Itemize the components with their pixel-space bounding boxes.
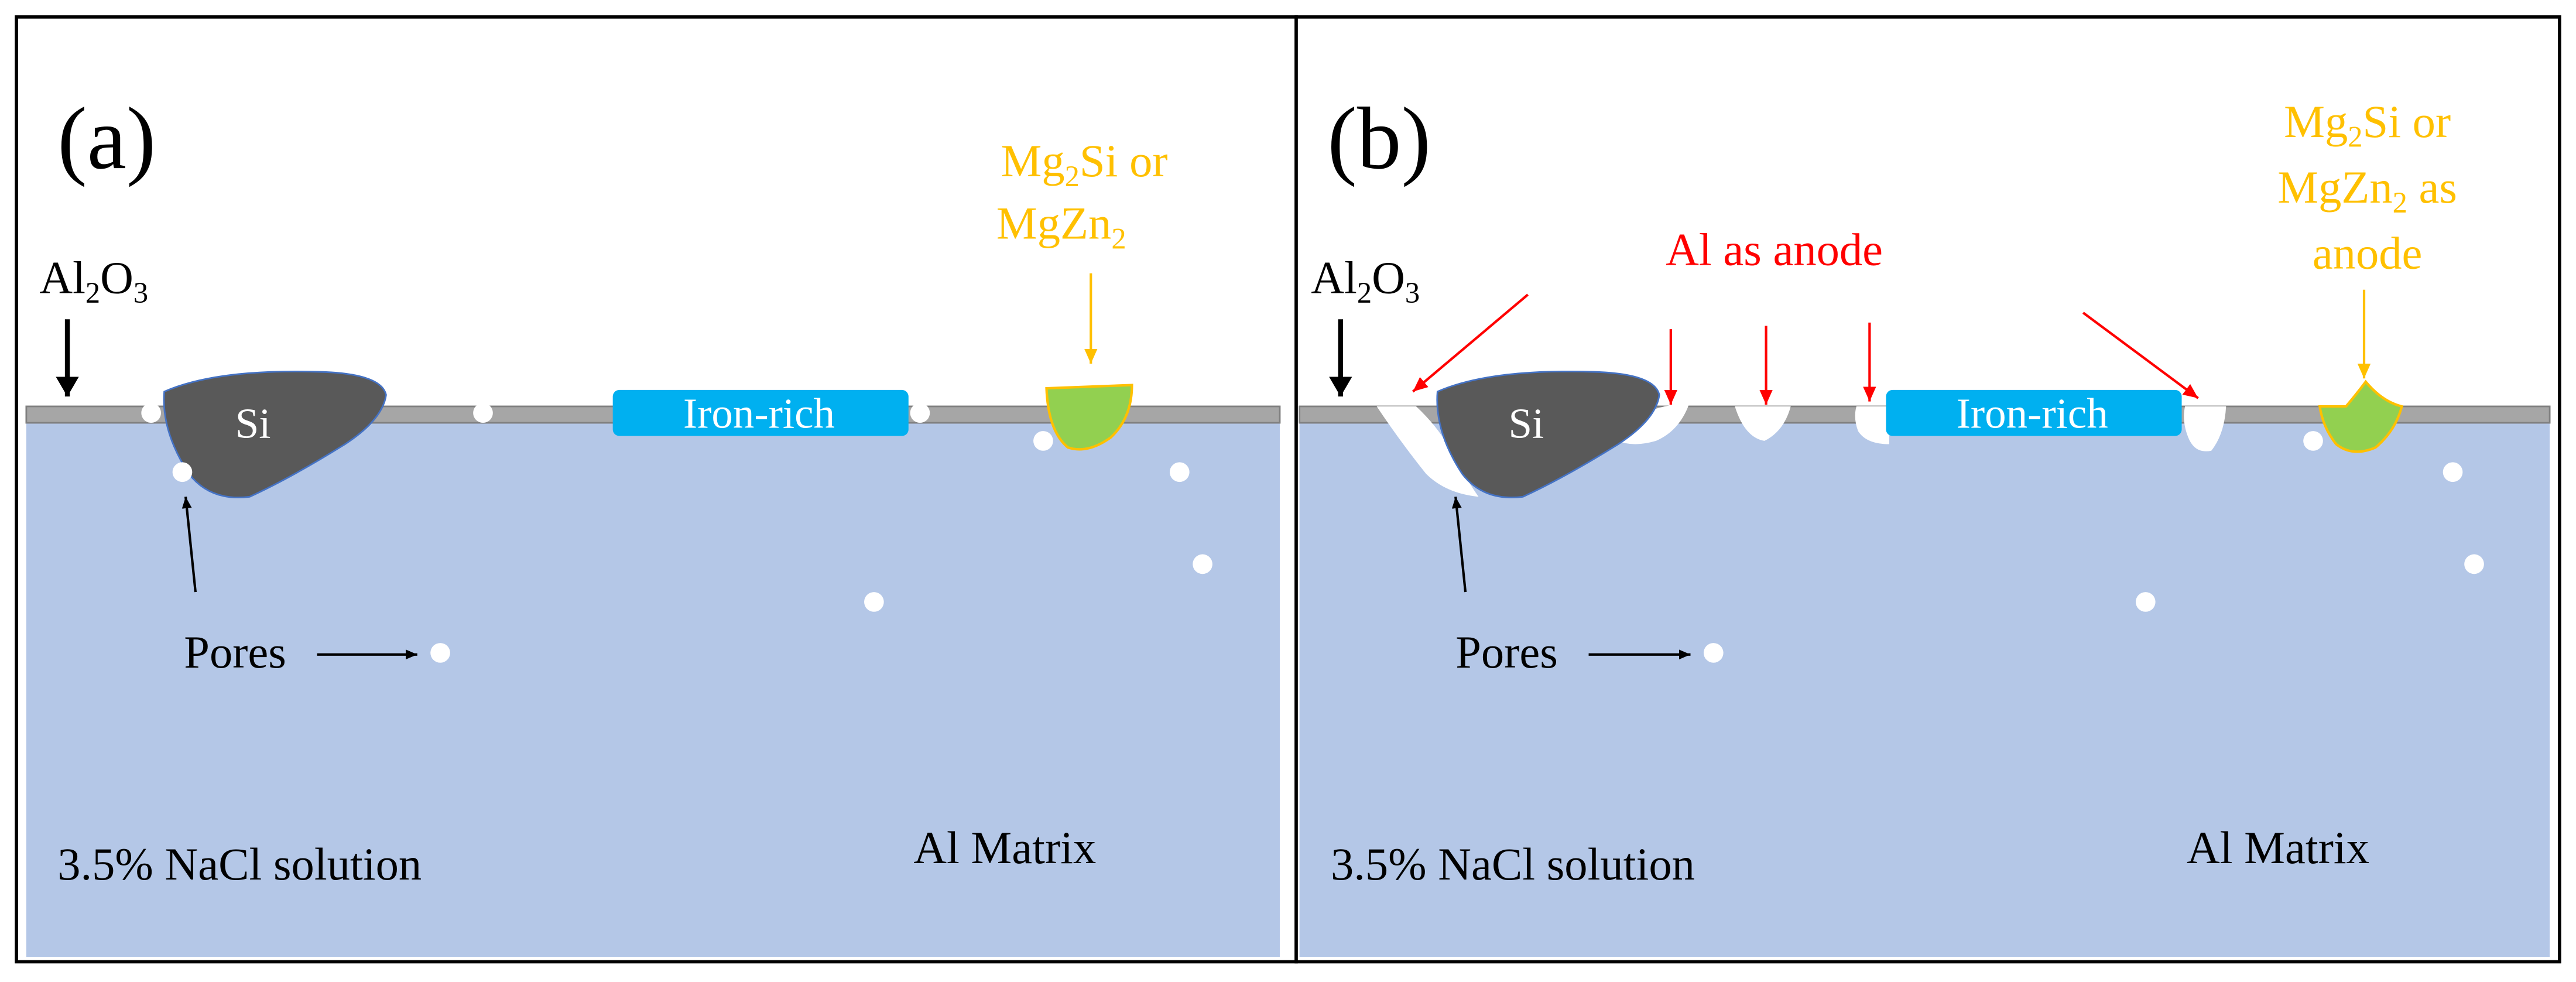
panel-b-matrix [1299, 421, 2550, 957]
panel-a-mg-phase [1045, 384, 1133, 451]
pore [2443, 462, 2463, 483]
panel-a-si-label: Si [235, 399, 271, 447]
panel-b-pores [1703, 431, 2484, 663]
panel-a-matrix-label: Al Matrix [913, 822, 1096, 873]
panel-b-mg-label-line2: MgZn2 as [2277, 162, 2457, 219]
panel-a-pores [141, 403, 1212, 663]
panel-b-mg-phase [2318, 379, 2404, 453]
panel-b-corrosion-pit [1735, 406, 1791, 441]
pore [1169, 462, 1190, 483]
pore [1193, 554, 1212, 574]
panel-a-iron-rich-phase [612, 389, 909, 436]
panel-a-pores-label: Pores [184, 627, 286, 678]
panel-b-pores-arrow-up [1451, 497, 1467, 593]
panel-a-oxide-label: Al2O3 [39, 252, 148, 309]
panel-a-label: (a) [57, 89, 156, 187]
panel-a-mg-label-line1: Mg2Si or [1001, 135, 1168, 193]
panel-a: Si Iron-rich (a) Al2O3 Mg2Si or MgZn2 Po… [15, 15, 1298, 964]
panel-a-solution-label: 3.5% NaCl solution [57, 839, 422, 889]
panel-b-si-particle [1436, 370, 1660, 498]
pore [910, 403, 930, 423]
panel-a-pores-arrow-up [181, 497, 197, 593]
anode-arrow [2082, 312, 2199, 399]
panel-b-solution-label: 3.5% NaCl solution [1331, 839, 1695, 889]
pore [2135, 592, 2156, 612]
pore [2303, 431, 2323, 451]
pore [1033, 431, 1053, 451]
panel-b: Si Iron-rich (b) Al2O3 Al as anode [1294, 15, 2561, 964]
pore [864, 592, 884, 612]
panel-b-matrix-label: Al Matrix [2187, 822, 2369, 873]
pore [2464, 554, 2484, 574]
panel-b-corrosion-pit-si [1376, 406, 1479, 497]
panel-b-oxide-label: Al2O3 [1311, 252, 1420, 309]
panel-b-anode-arrows [1412, 293, 2199, 405]
panel-a-iron-rich-label: Iron-rich [683, 389, 835, 437]
pore [430, 643, 450, 663]
panel-b-mg-label-line1: Mg2Si or [2284, 96, 2451, 153]
panel-b-si-label: Si [1508, 399, 1544, 447]
panel-b-iron-rich-label: Iron-rich [1957, 389, 2108, 437]
pore [473, 403, 493, 423]
panel-b-label: (b) [1327, 89, 1431, 187]
pore [1703, 643, 1724, 663]
panel-b-iron-rich-phase [1886, 389, 2182, 436]
panel-a-matrix [26, 421, 1280, 957]
panel-a-mg-label-line2: MgZn2 [996, 198, 1126, 255]
panel-b-corrosion-pit [1855, 406, 1890, 444]
panel-b-pores-label: Pores [1455, 627, 1558, 678]
panel-b-mg-label-line3: anode [2313, 227, 2423, 278]
anode-arrow [1412, 293, 1529, 393]
pore [172, 462, 193, 483]
panel-b-anode-label: Al as anode [1666, 224, 1883, 275]
pore [141, 403, 161, 423]
panel-b-corrosion-pit [1618, 405, 1689, 444]
panel-b-corrosion-pit [2184, 406, 2226, 451]
